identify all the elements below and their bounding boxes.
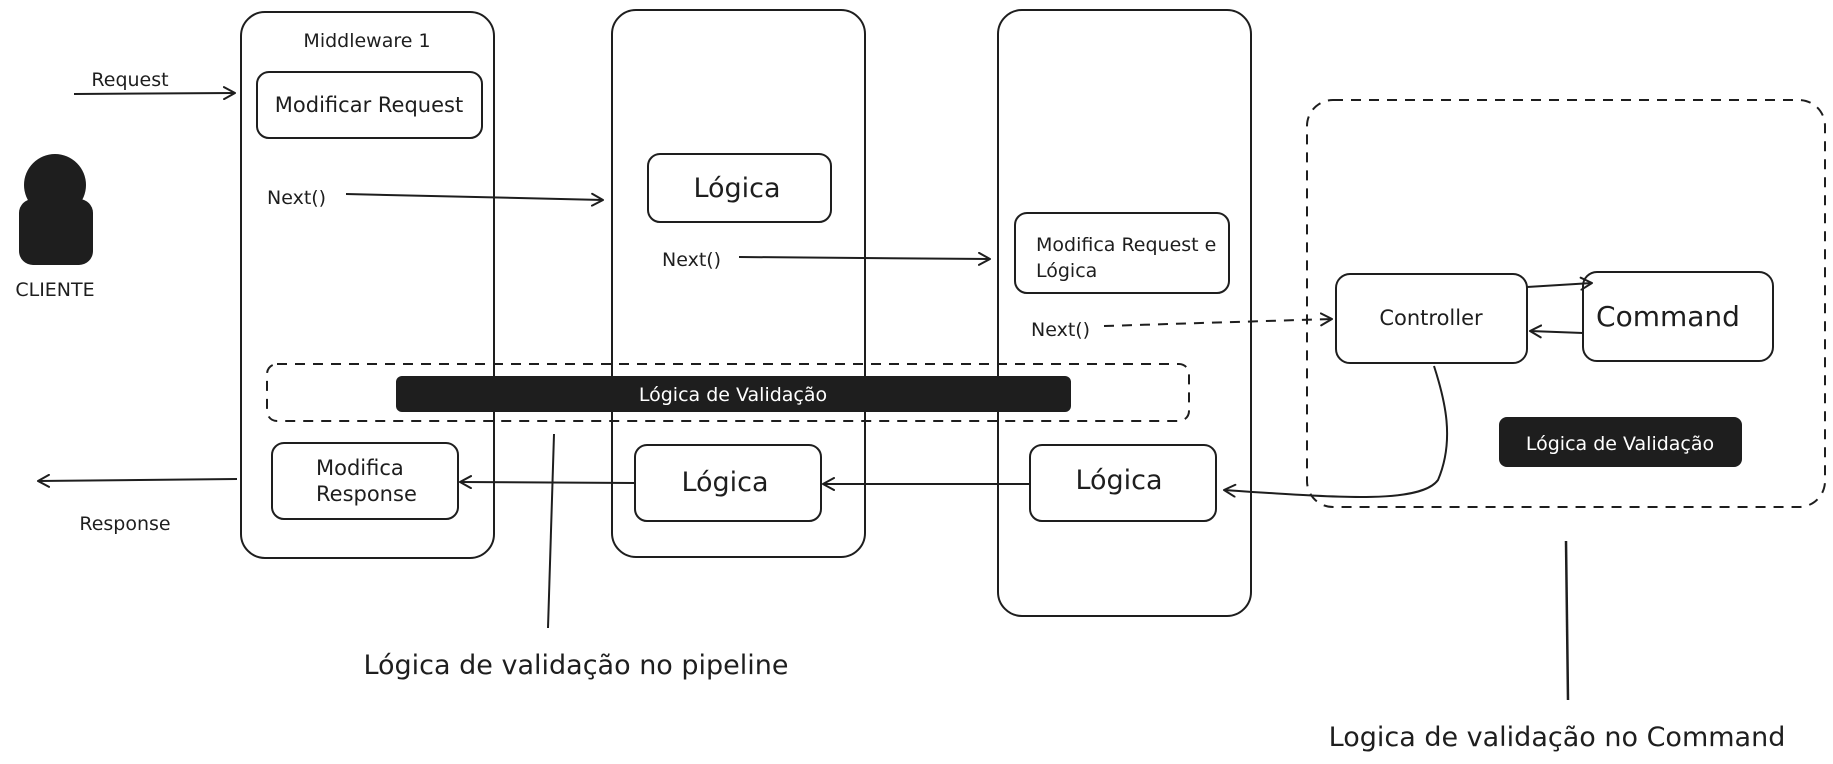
controller-return-arrow <box>1223 365 1449 498</box>
pipeline-validation-bar-label: Lógica de Validação <box>639 384 827 406</box>
client-label: CLIENTE <box>15 279 94 301</box>
command-validation-badge <box>1499 417 1742 467</box>
command-box <box>1582 271 1774 362</box>
modify-response-line2: Response <box>316 482 417 506</box>
request-arrow <box>73 86 236 101</box>
middleware-2-next-label: Next() <box>662 249 721 271</box>
middleware-1-container <box>240 11 495 559</box>
response-arrow <box>37 473 238 488</box>
middleware-1-next-arrow <box>345 192 604 207</box>
controller-label: Controller <box>1379 306 1483 330</box>
pipeline-validation-bar <box>396 376 1071 412</box>
middleware-3-logic-bottom-label: Lógica <box>1075 465 1162 496</box>
command-validation-badge-label: Lógica de Validação <box>1526 433 1714 455</box>
middleware-3-next-label: Next() <box>1031 319 1090 341</box>
modify-response-box <box>271 442 459 520</box>
pipeline-validation-zone <box>266 363 1190 422</box>
command-annotation-pointer <box>1564 540 1570 701</box>
modify-request-logic-line1: Modifica Request e <box>1036 234 1216 256</box>
middleware-2-logic-top-box <box>647 153 832 223</box>
pipeline-annotation-pointer <box>547 433 555 629</box>
controller-box <box>1335 273 1528 364</box>
modify-request-logic-line2: Lógica <box>1036 260 1097 282</box>
command-to-controller-arrow <box>1529 324 1584 339</box>
middleware-1-next-label: Next() <box>267 187 326 209</box>
controller-to-command-arrow <box>1526 276 1593 291</box>
modify-request-label: Modificar Request <box>275 93 463 117</box>
modify-request-logic-box <box>1014 212 1230 294</box>
modify-request-box <box>256 71 483 139</box>
command-annotation: Logica de validação no Command <box>1329 722 1786 753</box>
modify-response-line1: Modifica <box>316 456 404 480</box>
middleware-2-logic-bottom-label: Lógica <box>681 467 768 498</box>
request-label: Request <box>91 69 168 91</box>
middleware-3-container <box>997 9 1252 617</box>
middleware-2-container <box>611 9 866 558</box>
middleware-2-logic-top-label: Lógica <box>693 173 780 204</box>
middleware-2-to-1-arrow <box>459 475 636 490</box>
pipeline-annotation: Lógica de validação no pipeline <box>363 650 788 681</box>
middleware-2-next-arrow <box>738 251 991 266</box>
response-label: Response <box>79 513 170 535</box>
command-label: Command <box>1596 300 1740 333</box>
middleware-1-title: Middleware 1 <box>303 30 430 52</box>
application-zone <box>1306 99 1826 508</box>
middleware-3-next-arrow <box>1103 312 1333 327</box>
user-icon <box>19 154 93 265</box>
